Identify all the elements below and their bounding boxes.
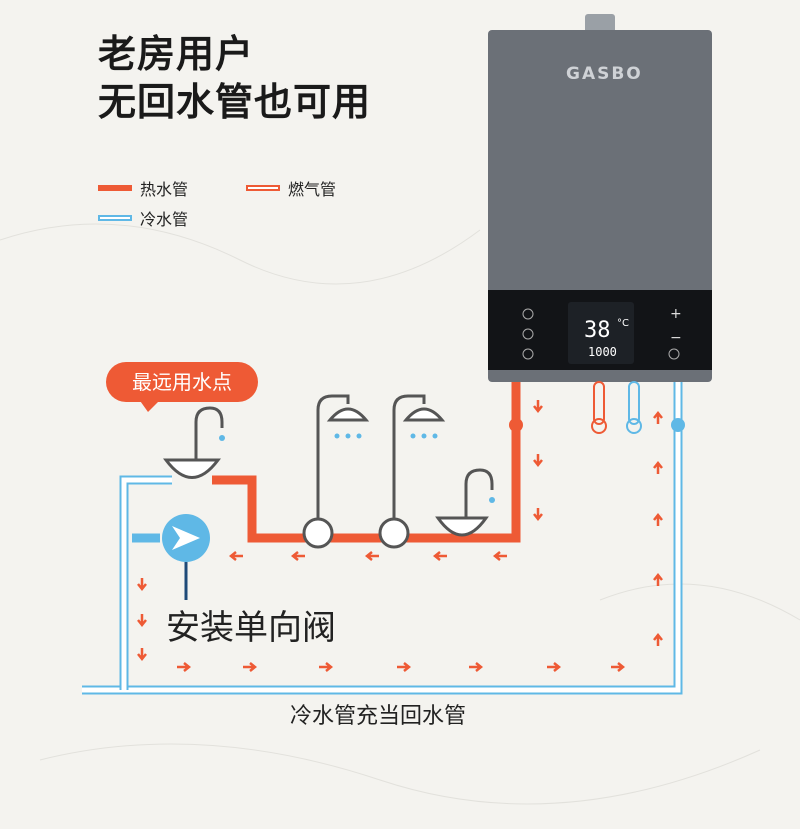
headline: 老房用户 无回水管也可用	[98, 30, 371, 126]
flow-arrow-left	[290, 551, 305, 561]
panel-power-icon	[522, 308, 534, 320]
legend-hot-swatch	[98, 185, 132, 191]
legend-gas-label: 燃气管	[288, 180, 337, 199]
flow-arrow-left	[228, 551, 243, 561]
flow-arrow-down	[137, 648, 147, 662]
heater-brand-logo: GASBO	[566, 64, 643, 84]
flow-arrow-right	[397, 662, 412, 672]
headline-line-1: 老房用户	[98, 32, 255, 76]
flow-arrow-up	[653, 410, 663, 424]
return-pipe-label: 冷水管充当回水管	[290, 704, 467, 729]
flow-arrow-left	[432, 551, 447, 561]
heater-temperature: 38	[584, 318, 611, 343]
panel-mode-icon	[522, 328, 534, 340]
flow-arrow-down	[137, 614, 147, 628]
gas-pipe	[591, 381, 607, 434]
legend-cold-label: 冷水管	[140, 210, 189, 229]
heater-flue	[585, 14, 615, 34]
flow-arrow-up	[653, 632, 663, 646]
shower-2	[378, 394, 446, 549]
flow-arrow-down	[137, 578, 147, 592]
flow-arrow-right	[243, 662, 258, 672]
cold-pipe-joint	[671, 418, 685, 432]
flow-arrow-down	[533, 400, 543, 414]
cold-inlet-pipe	[626, 381, 642, 434]
panel-settings-icon	[522, 348, 534, 360]
check-valve-label: 安装单向阀	[166, 608, 336, 648]
callout-tail	[138, 398, 162, 412]
flow-arrow-right	[319, 662, 334, 672]
flow-arrows	[137, 400, 663, 672]
hot-pipe-joint	[509, 418, 523, 432]
near-faucet	[435, 468, 495, 537]
farthest-point-callout: 最远用水点	[106, 362, 258, 402]
check-valve-arrow-icon	[172, 526, 200, 550]
legend-gas: 燃气管	[246, 176, 336, 200]
panel-plus-icon: +	[670, 306, 682, 322]
background-texture	[0, 223, 800, 805]
water-heater: + −	[488, 14, 712, 382]
cold-return-pipe	[82, 382, 683, 695]
legend-gas-swatch	[246, 185, 280, 191]
panel-timer-icon	[668, 348, 680, 360]
headline-line-2: 无回水管也可用	[98, 80, 372, 124]
flow-arrow-up	[653, 460, 663, 474]
far-faucet	[163, 406, 225, 479]
flow-arrow-up	[653, 512, 663, 526]
flow-arrow-down	[533, 508, 543, 522]
flow-arrow-right	[547, 662, 562, 672]
heater-display	[568, 302, 634, 364]
flow-arrow-left	[492, 551, 507, 561]
legend-hot-label: 热水管	[140, 180, 189, 199]
legend-cold-swatch	[98, 215, 132, 221]
flow-arrow-right	[611, 662, 626, 672]
panel-minus-icon: −	[670, 330, 682, 346]
flow-arrow-up	[653, 572, 663, 586]
flow-arrow-left	[364, 551, 379, 561]
legend-cold: 冷水管	[98, 206, 188, 230]
heater-flow-readout: 1000	[588, 345, 617, 359]
hot-water-pipe	[212, 382, 521, 543]
shower-1	[302, 394, 370, 549]
check-valve	[162, 514, 210, 600]
flow-arrow-right	[177, 662, 192, 672]
heater-temperature-unit: °C	[617, 318, 629, 329]
flow-arrow-right	[469, 662, 484, 672]
legend-hot: 热水管	[98, 176, 188, 200]
flow-arrow-down	[533, 454, 543, 468]
